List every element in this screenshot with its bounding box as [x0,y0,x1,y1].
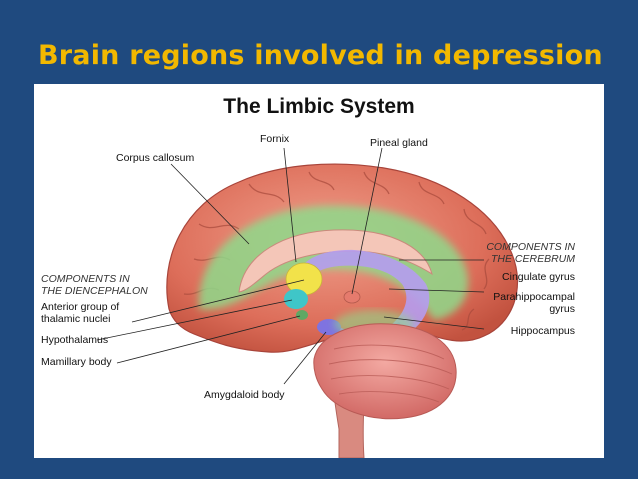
label-amygdaloid-body: Amygdaloid body [204,389,285,401]
label-mamillary-body: Mamillary body [41,356,112,368]
hypothalamus-shape [284,289,308,309]
limbic-system-diagram: The Limbic System [41,95,575,458]
brain-illustration [166,163,519,458]
leader-lines [96,147,485,385]
diagram-title: The Limbic System [223,95,414,118]
cerebellum-folds [328,344,453,403]
label-hypothalamus: Hypothalamus [41,334,108,346]
label-corpus-callosum: Corpus callosum [116,152,194,164]
pineal-shape [343,290,361,304]
label-parahippocampal-1: Parahippocampal [493,291,575,303]
label-fornix: Fornix [260,133,290,145]
cerebrum-header-line1: COMPONENTS IN [486,241,575,253]
diencephalon-header-line2: THE DIENCEPHALON [41,285,148,297]
corpus-callosum [238,229,433,293]
diencephalon-header-line1: COMPONENTS IN [41,273,130,285]
label-anterior-thalamic-2: thalamic nuclei [41,313,110,325]
label-anterior-thalamic-1: Anterior group of [41,301,119,313]
diagram-panel: The Limbic System [34,84,604,458]
label-parahippocampal-2: gyrus [549,303,575,315]
label-pineal-gland: Pineal gland [370,137,428,149]
slide-title: Brain regions involved in depression [38,40,603,71]
label-cingulate-gyrus: Cingulate gyrus [502,271,575,283]
label-hippocampus: Hippocampus [511,325,575,337]
cerebrum-header-line2: THE CEREBRUM [491,253,575,265]
fornix-arc [296,249,430,336]
cerebellum [313,323,457,420]
mamillary-shape [296,310,308,320]
